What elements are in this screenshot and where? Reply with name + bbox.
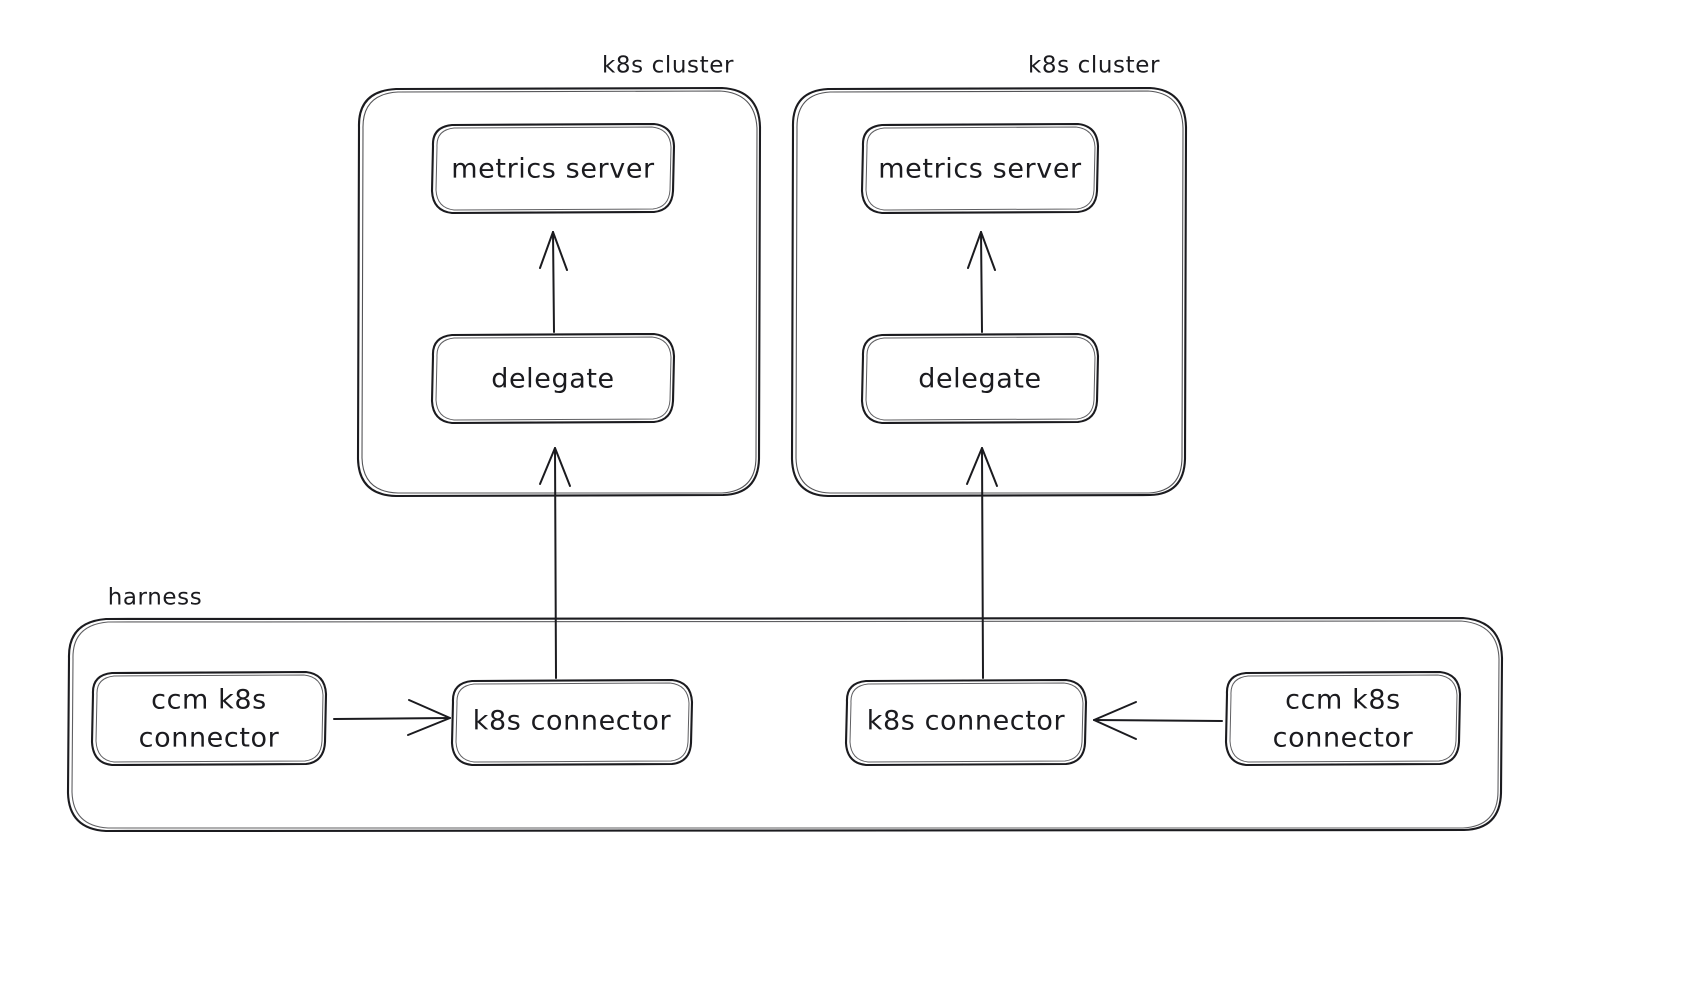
ccm-k8s-connector-left-line1: ccm k8s: [151, 685, 267, 716]
edge-connector-to-delegate-left: [539, 447, 571, 679]
harness-label: harness: [108, 585, 203, 611]
metrics-server-right-label: metrics server: [878, 154, 1082, 185]
group-harness[interactable]: harness: [66, 585, 1504, 833]
cluster-left-border-second: [361, 90, 758, 494]
ccm-k8s-connector-left-line2: connector: [139, 723, 280, 754]
ccm-k8s-connector-right-line1: ccm k8s: [1285, 685, 1401, 716]
group-k8s-cluster-right[interactable]: k8s cluster: [790, 53, 1188, 498]
edge-delegate-to-metrics-left: [539, 231, 568, 333]
cluster-right-label: k8s cluster: [1028, 53, 1160, 79]
k8s-connector-left-label: k8s connector: [473, 706, 672, 737]
node-delegate-left[interactable]: delegate: [430, 332, 676, 425]
node-k8s-connector-right[interactable]: k8s connector: [844, 678, 1088, 767]
cluster-left-label: k8s cluster: [602, 53, 734, 79]
cluster-right-border: [790, 86, 1188, 498]
group-k8s-cluster-left[interactable]: k8s cluster: [356, 53, 762, 498]
delegate-right-label: delegate: [918, 364, 1042, 395]
k8s-connector-right-label: k8s connector: [867, 706, 1066, 737]
edge-connector-to-delegate-right: [966, 447, 998, 679]
delegate-left-label: delegate: [491, 364, 615, 395]
node-ccm-k8s-connector-left[interactable]: ccm k8s connector: [90, 670, 328, 767]
node-metrics-server-left[interactable]: metrics server: [430, 122, 676, 215]
node-ccm-k8s-connector-right[interactable]: ccm k8s connector: [1224, 670, 1462, 767]
harness-border: [66, 616, 1504, 833]
edge-ccm-to-connector-right: [1093, 701, 1223, 740]
cluster-left-border: [356, 86, 762, 498]
metrics-server-left-label: metrics server: [451, 154, 655, 185]
node-k8s-connector-left[interactable]: k8s connector: [450, 678, 694, 767]
node-metrics-server-right[interactable]: metrics server: [860, 122, 1100, 215]
ccm-k8s-connector-right-line2: connector: [1273, 723, 1414, 754]
node-delegate-right[interactable]: delegate: [860, 332, 1100, 425]
harness-border-second: [71, 620, 1500, 829]
edge-delegate-to-metrics-right: [967, 231, 996, 333]
edge-ccm-to-connector-left: [333, 699, 451, 736]
cluster-right-border-second: [795, 90, 1184, 494]
